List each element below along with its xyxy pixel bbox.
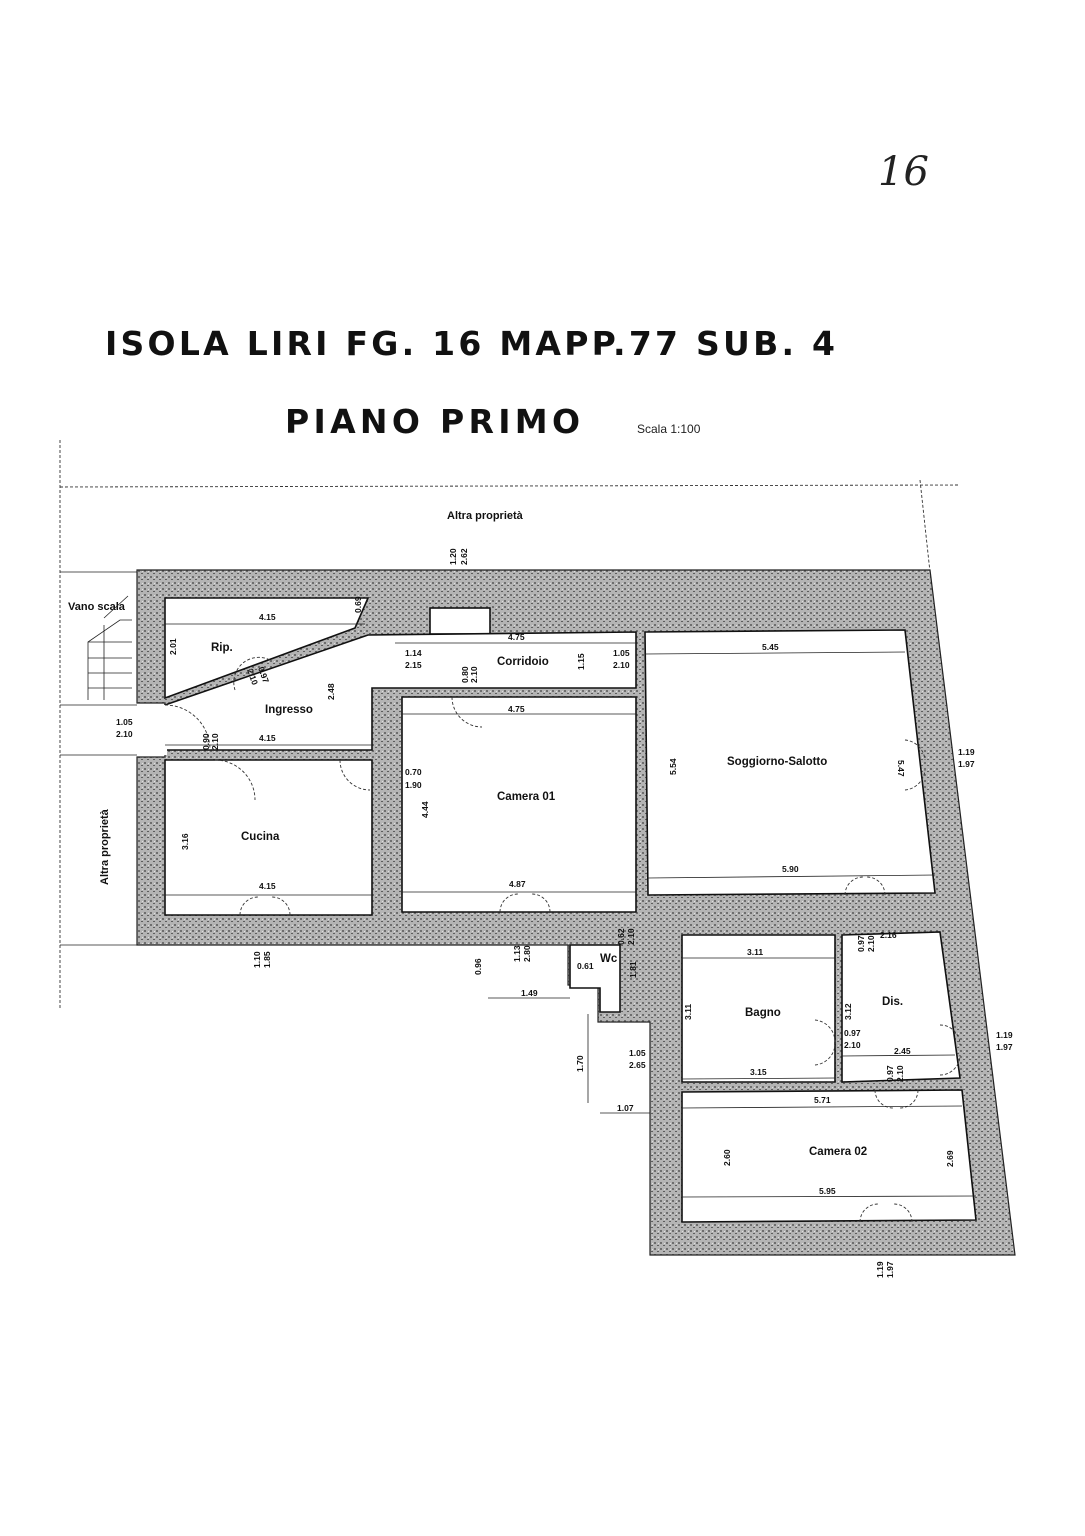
top-neighbor-label: Altra proprietà: [447, 510, 524, 522]
stairwell-label: Vano scala: [68, 601, 126, 613]
dimension-label: 1.19: [996, 1030, 1013, 1040]
dimension-label: 0.96: [473, 958, 483, 975]
dimension-label: 2.60: [722, 1149, 732, 1166]
room-camera-01: [401, 696, 637, 913]
room-label-bagno: Bagno: [745, 1007, 781, 1019]
dimension-label: 2.62: [459, 548, 469, 565]
dimension-label: 2.10: [210, 733, 220, 750]
dimension-label: 0.90: [201, 733, 211, 750]
dimension-label: 0.97: [844, 1028, 861, 1038]
room-label-corridoio: Corridoio: [497, 656, 549, 668]
dimension-lines: [165, 623, 977, 1198]
dimension-label: 1.13: [512, 945, 522, 962]
dimension-label: 1.97: [958, 759, 975, 769]
room-bagno: [681, 934, 836, 1083]
dimension-label: 2.10: [895, 1065, 905, 1082]
room-label-rip: Rip.: [211, 642, 233, 654]
dimension-label: 0.70: [405, 767, 422, 777]
dimension-labels: 1.20 2.62 4.15 0.69 2.01 0.97 2.10 2.48 …: [116, 548, 1013, 1278]
door-swings: [164, 656, 961, 1223]
dimension-label: 2.10: [613, 660, 630, 670]
dimension-label: 3.16: [180, 833, 190, 850]
dimension-label: 2.10: [866, 935, 876, 952]
room-label-wc: Wc: [600, 953, 618, 965]
dimension-label: 2.10: [844, 1040, 861, 1050]
dimension-label: 1.81: [628, 961, 638, 978]
room-label-soggiorno: Soggiorno-Salotto: [727, 756, 827, 768]
room-label-ingresso: Ingresso: [265, 704, 313, 716]
room-label-dis: Dis.: [882, 996, 903, 1008]
room-wc: [569, 944, 621, 1013]
room-soggiorno: [644, 629, 936, 896]
dimension-label: 1.05: [629, 1048, 646, 1058]
room-label-camera-01: Camera 01: [497, 791, 556, 803]
dimension-label: 2.10: [626, 928, 636, 945]
dimension-label: 1.19: [958, 747, 975, 757]
dimension-label: 3.12: [843, 1003, 853, 1020]
dimension-label: 2.01: [168, 638, 178, 655]
dimension-label: 4.15: [259, 612, 276, 622]
dimension-label: 4.15: [259, 881, 276, 891]
dimension-label: 3.11: [683, 1004, 693, 1020]
room-ingresso-corridoio: [164, 631, 637, 751]
dimension-label: 0.97: [856, 935, 866, 952]
room-label-camera-02: Camera 02: [809, 1146, 867, 1158]
stairs-icon: [87, 595, 132, 700]
dimension-label: 2.15: [405, 660, 422, 670]
chimney-niche: [429, 607, 491, 635]
dimension-label: 1.07: [617, 1103, 634, 1113]
dimension-label: 1.49: [521, 988, 538, 998]
dimension-label: 2.69: [945, 1150, 955, 1167]
dimension-label: 0.97: [885, 1065, 895, 1082]
dimension-label: 5.45: [762, 642, 779, 652]
dimension-label: 3.15: [750, 1067, 767, 1077]
dimension-label: 1.85: [262, 951, 272, 968]
dimension-label: 2.65: [629, 1060, 646, 1070]
dimension-label: 1.97: [885, 1261, 895, 1278]
dimension-label: 2.16: [880, 930, 897, 940]
document-title: ISOLA LIRI FG. 16 MAPP.77 SUB. 4: [105, 324, 835, 363]
dimension-label: 1.05: [613, 648, 630, 658]
dimension-label: 1.10: [252, 951, 262, 968]
floor-subtitle: PIANO PRIMO: [285, 402, 580, 441]
dimension-label: 2.48: [326, 683, 336, 700]
room-camera-02: [681, 1089, 977, 1223]
property-boundaries: [59, 440, 961, 1010]
dimension-label: 5.95: [819, 1186, 836, 1196]
dimension-label: 4.44: [420, 801, 430, 818]
dimension-label: 1.14: [405, 648, 422, 658]
dimension-label: 3.11: [747, 947, 763, 957]
dimension-label: 1.70: [575, 1055, 585, 1072]
room-dis: [841, 931, 961, 1083]
dimension-label: 4.75: [508, 632, 525, 642]
dimension-label: 1.97: [996, 1042, 1013, 1052]
dimension-label: 5.47: [896, 760, 906, 777]
scale-label: Scala 1:100: [637, 422, 701, 436]
dimension-label: 2.80: [522, 945, 532, 962]
dimension-label: 0.62: [616, 928, 626, 945]
dimension-label: 5.71: [814, 1095, 831, 1105]
page-number: 16: [878, 149, 929, 195]
dimension-label: 5.54: [668, 758, 678, 775]
dimension-label: 1.19: [875, 1261, 885, 1278]
room-label-cucina: Cucina: [241, 831, 280, 843]
dimension-label: 5.90: [782, 864, 799, 874]
dimension-label: 1.20: [448, 548, 458, 565]
dimension-label: 4.75: [508, 704, 525, 714]
dimension-label: 2.10: [469, 666, 479, 683]
entrance-opening: [137, 705, 167, 755]
dimension-label: 1.05: [116, 717, 133, 727]
dimension-label: 4.15: [259, 733, 276, 743]
dimension-label: 1.90: [405, 780, 422, 790]
room-rip: [164, 597, 370, 700]
dimension-label: 2.10: [116, 729, 133, 739]
dimension-label: 4.87: [509, 879, 526, 889]
dimension-label: 2.45: [894, 1046, 911, 1056]
dimension-label: 0.80: [460, 666, 470, 683]
room-cucina: [164, 759, 373, 916]
dimension-label: 0.61: [577, 961, 594, 971]
left-neighbor-label: Altra proprietà: [99, 808, 111, 885]
dimension-label: 0.69: [353, 596, 363, 613]
dimension-label: 1.15: [576, 653, 586, 670]
